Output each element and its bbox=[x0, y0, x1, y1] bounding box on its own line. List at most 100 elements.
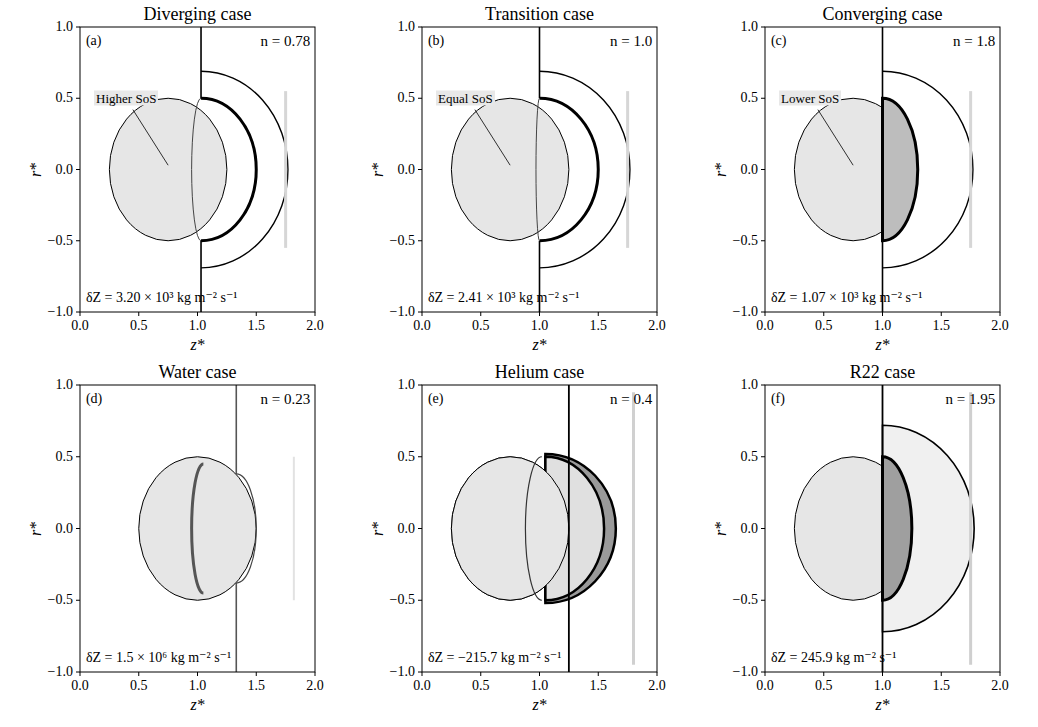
x-tick-label: 0.0 bbox=[756, 679, 774, 693]
x-tick-label: 0.5 bbox=[815, 319, 833, 333]
x-tick-label: 0.5 bbox=[472, 679, 490, 693]
tick bbox=[761, 385, 765, 386]
y-axis-label: r* bbox=[713, 521, 729, 535]
y-tick-label: −0.5 bbox=[390, 234, 415, 248]
tick bbox=[418, 385, 422, 386]
x-tick-label: 2.0 bbox=[991, 319, 1009, 333]
y-axis-label: r* bbox=[370, 521, 386, 535]
shock-front bbox=[883, 71, 973, 268]
x-tick-label: 0.5 bbox=[130, 679, 148, 693]
shock-front bbox=[236, 474, 256, 583]
panel-letter: (c) bbox=[771, 34, 787, 48]
x-tick-label: 0.0 bbox=[71, 319, 89, 333]
tick bbox=[1000, 312, 1001, 316]
panel-letter: (e) bbox=[428, 392, 444, 406]
tick bbox=[761, 672, 765, 673]
axes-frame bbox=[765, 27, 1000, 312]
flow-field bbox=[109, 27, 288, 312]
shock-front bbox=[536, 98, 540, 241]
tick bbox=[418, 456, 422, 457]
tick bbox=[539, 312, 540, 316]
panel-plot bbox=[76, 385, 315, 676]
y-tick-label: −0.5 bbox=[733, 593, 758, 607]
bubble bbox=[451, 457, 569, 601]
shock-line bbox=[293, 457, 295, 601]
tick bbox=[657, 672, 658, 676]
y-tick-label: 0.0 bbox=[398, 522, 416, 536]
y-tick-label: 0.5 bbox=[56, 450, 74, 464]
y-tick-label: −1.0 bbox=[733, 665, 758, 679]
bubble-annotation: Equal SoS bbox=[436, 91, 495, 106]
x-tick-label: 1.0 bbox=[874, 319, 892, 333]
x-tick-label: 0.0 bbox=[413, 679, 431, 693]
tick bbox=[418, 528, 422, 529]
tick bbox=[76, 98, 80, 99]
tick bbox=[76, 600, 80, 601]
shock-line bbox=[200, 27, 202, 98]
y-tick-label: 1.0 bbox=[741, 20, 759, 34]
y-tick-label: 0.5 bbox=[398, 450, 416, 464]
x-tick-label: 1.5 bbox=[590, 319, 608, 333]
x-axis-label: z* bbox=[532, 697, 546, 713]
parameter-n: n = 1.95 bbox=[946, 392, 996, 407]
panel-title: R22 case bbox=[850, 363, 915, 381]
tick bbox=[1000, 672, 1001, 676]
shock-line bbox=[235, 385, 237, 474]
tick bbox=[138, 672, 139, 676]
y-tick-label: −1.0 bbox=[48, 305, 73, 319]
x-tick-label: 1.5 bbox=[933, 319, 951, 333]
tick bbox=[197, 312, 198, 316]
tick bbox=[422, 312, 423, 316]
shock-front bbox=[192, 464, 204, 593]
x-tick-label: 1.0 bbox=[531, 679, 549, 693]
panel-title: Water case bbox=[159, 363, 237, 381]
x-axis-label: z* bbox=[875, 337, 889, 353]
shock-line bbox=[568, 385, 570, 672]
tick bbox=[422, 672, 423, 676]
x-tick-label: 1.0 bbox=[189, 679, 207, 693]
flow-field bbox=[794, 27, 973, 312]
bubble bbox=[139, 457, 257, 601]
shock-front bbox=[883, 457, 912, 601]
x-axis-label: z* bbox=[875, 697, 889, 713]
axes-frame bbox=[80, 385, 315, 672]
tick bbox=[76, 240, 80, 241]
shock-front bbox=[883, 98, 918, 241]
panel-plot bbox=[761, 27, 1000, 316]
panel-title: Transition case bbox=[485, 5, 594, 23]
bubble-annotation: Lower SoS bbox=[779, 91, 841, 106]
leader-line bbox=[818, 110, 853, 166]
flow-field bbox=[451, 385, 633, 672]
tick bbox=[418, 27, 422, 28]
shock-line bbox=[969, 91, 972, 248]
mass-flux-label: δZ = −215.7 kg m⁻² s⁻¹ bbox=[428, 651, 561, 665]
x-tick-label: 0.5 bbox=[472, 319, 490, 333]
flow-field bbox=[451, 27, 630, 312]
tick bbox=[418, 240, 422, 241]
parameter-n: n = 0.78 bbox=[261, 34, 311, 49]
tick bbox=[941, 672, 942, 676]
y-tick-label: −0.5 bbox=[733, 234, 758, 248]
shock-front bbox=[192, 98, 201, 241]
shock-front bbox=[540, 98, 599, 241]
x-tick-label: 0.0 bbox=[71, 679, 89, 693]
x-tick-label: 0.5 bbox=[130, 319, 148, 333]
x-tick-label: 0.0 bbox=[413, 319, 431, 333]
x-tick-label: 2.0 bbox=[648, 319, 666, 333]
parameter-n: n = 0.4 bbox=[610, 392, 652, 407]
x-tick-label: 1.5 bbox=[248, 679, 266, 693]
y-tick-label: 0.5 bbox=[741, 91, 759, 105]
tick bbox=[539, 672, 540, 676]
panel-plot bbox=[418, 27, 657, 316]
y-tick-label: 1.0 bbox=[56, 20, 74, 34]
y-tick-label: −0.5 bbox=[48, 234, 73, 248]
tick bbox=[418, 312, 422, 313]
x-tick-label: 1.0 bbox=[531, 319, 549, 333]
tick bbox=[76, 385, 80, 386]
tick bbox=[80, 672, 81, 676]
tick bbox=[76, 528, 80, 529]
axes-frame bbox=[422, 385, 657, 672]
shock-front bbox=[525, 457, 541, 601]
flow-field bbox=[794, 385, 974, 672]
